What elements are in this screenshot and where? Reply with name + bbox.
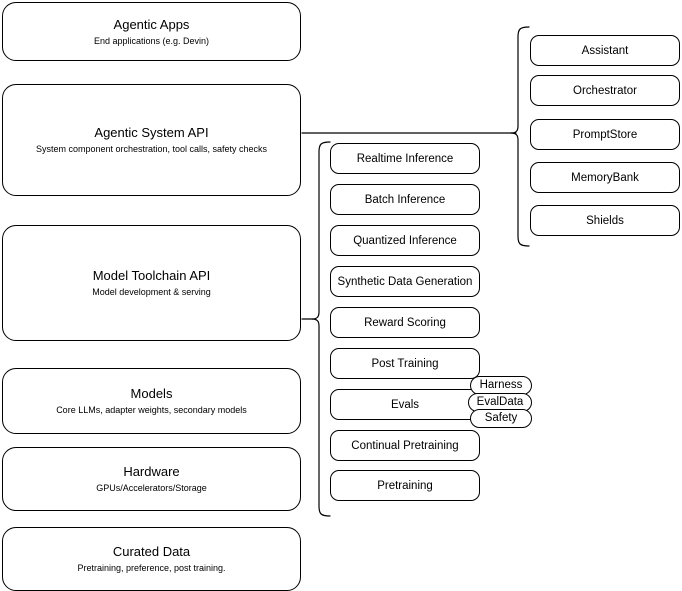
- capability-label: Pretraining: [377, 479, 433, 492]
- layer-box-model-toolchain-api[interactable]: Model Toolchain API Model development & …: [2, 225, 301, 341]
- layer-title: Agentic System API: [94, 125, 209, 140]
- layer-box-curated-data[interactable]: Curated Data Pretraining, preference, po…: [2, 527, 301, 591]
- capability-label: Realtime Inference: [356, 152, 454, 165]
- evals-badge-label: EvalData: [476, 396, 524, 408]
- layer-subtitle: Pretraining, preference, post training.: [77, 563, 226, 573]
- component-label: MemoryBank: [571, 171, 639, 184]
- layer-subtitle: System component orchestration, tool cal…: [35, 144, 268, 154]
- component-box-shields[interactable]: Shields: [530, 205, 680, 236]
- capability-box-batch-inference[interactable]: Batch Inference: [330, 184, 480, 215]
- capability-box-realtime-inference[interactable]: Realtime Inference: [330, 143, 480, 174]
- layer-box-hardware[interactable]: Hardware GPUs/Accelerators/Storage: [2, 447, 301, 511]
- layer-title: Agentic Apps: [113, 16, 190, 32]
- component-label: Assistant: [581, 44, 629, 57]
- capability-box-post-training[interactable]: Post Training: [330, 348, 480, 379]
- component-label: Orchestrator: [573, 84, 637, 97]
- component-label: Shields: [586, 214, 624, 227]
- capability-label: Post Training: [371, 357, 439, 370]
- capability-label: Synthetic Data Generation: [337, 275, 473, 288]
- capability-box-reward-scoring[interactable]: Reward Scoring: [330, 307, 480, 338]
- layer-box-agentic-system-api[interactable]: Agentic System API System component orch…: [2, 84, 301, 196]
- right-brace: [510, 26, 530, 247]
- capability-label: Quantized Inference: [353, 234, 457, 247]
- evals-badge-label: Safety: [484, 412, 518, 424]
- component-box-memorybank[interactable]: MemoryBank: [530, 162, 680, 193]
- layer-subtitle: GPUs/Accelerators/Storage: [96, 483, 207, 493]
- capability-label: Reward Scoring: [364, 316, 446, 329]
- layer-title: Curated Data: [112, 544, 191, 559]
- evals-badge-label: Harness: [479, 379, 523, 391]
- capability-box-pretraining[interactable]: Pretraining: [330, 470, 480, 501]
- layer-box-agentic-apps[interactable]: Agentic Apps End applications (e.g. Devi…: [2, 2, 301, 61]
- middle-brace: [311, 141, 331, 517]
- capability-label: Evals: [390, 398, 420, 411]
- component-box-orchestrator[interactable]: Orchestrator: [530, 75, 680, 106]
- component-box-promptstore[interactable]: PromptStore: [530, 119, 680, 150]
- layer-subtitle: Model development & serving: [92, 287, 211, 297]
- layer-title: Models: [130, 386, 173, 401]
- layer-subtitle: Core LLMs, adapter weights, secondary mo…: [56, 405, 247, 415]
- component-label: PromptStore: [572, 128, 638, 141]
- component-box-assistant[interactable]: Assistant: [530, 35, 680, 66]
- layer-title: Hardware: [123, 464, 180, 479]
- layer-subtitle: End applications (e.g. Devin): [93, 35, 210, 46]
- capability-box-evals[interactable]: Evals: [330, 389, 480, 420]
- capability-label: Batch Inference: [364, 193, 446, 206]
- capability-label: Continual Pretraining: [351, 439, 459, 452]
- capability-box-synthetic-data-generation[interactable]: Synthetic Data Generation: [330, 266, 480, 297]
- layer-title: Model Toolchain API: [92, 268, 211, 283]
- capability-box-quantized-inference[interactable]: Quantized Inference: [330, 225, 480, 256]
- capability-box-continual-pretraining[interactable]: Continual Pretraining: [330, 430, 480, 461]
- layer-box-models[interactable]: Models Core LLMs, adapter weights, secon…: [2, 368, 301, 434]
- evals-badge-safety[interactable]: Safety: [470, 409, 532, 428]
